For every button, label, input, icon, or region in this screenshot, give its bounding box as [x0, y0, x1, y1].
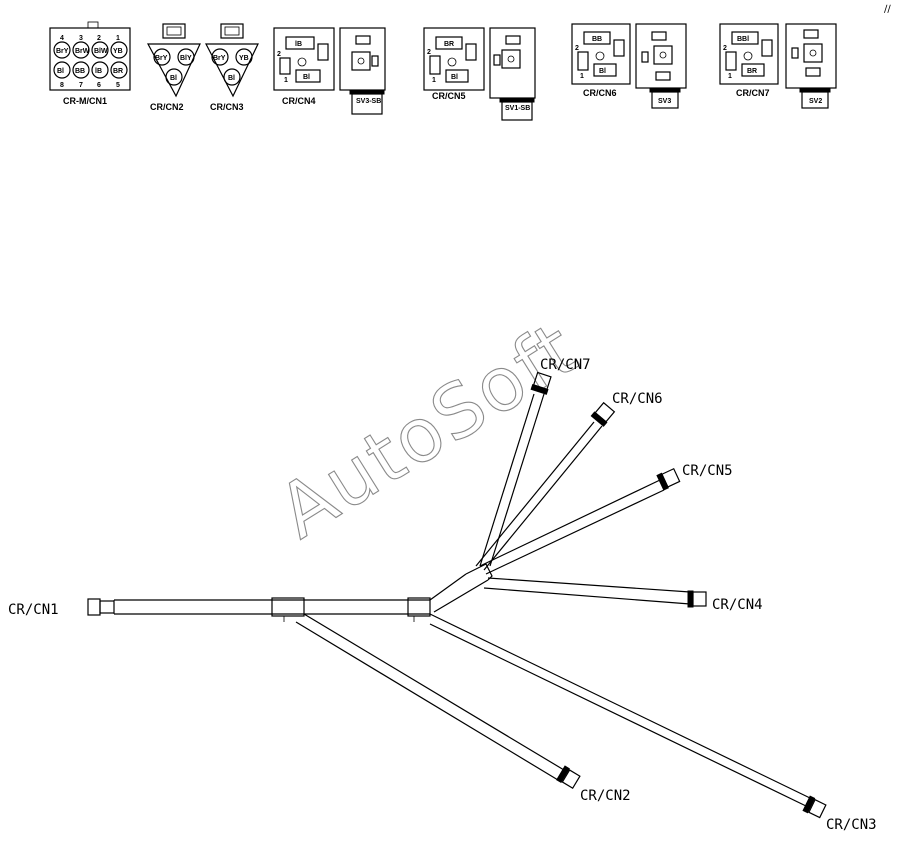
watermark: AutoSoft [264, 305, 593, 555]
connector-label-cn1: CR/CN1 [8, 602, 59, 618]
svg-text:Bl: Bl [599, 68, 606, 75]
legend-cn1-pin-numbers-bottom: 8 7 6 5 [60, 82, 120, 89]
svg-text:Bl: Bl [451, 74, 458, 81]
connector-label-cn7: CR/CN7 [540, 357, 591, 373]
legend-cn1-pin-numbers-top: 4 3 2 1 [60, 35, 120, 42]
harness-connector-cn6: CR/CN6 [590, 391, 663, 427]
subtrunk-fan [429, 563, 493, 613]
branch-cn7 [479, 393, 545, 567]
svg-text:2: 2 [427, 49, 431, 56]
harness-connector-cn4: CR/CN4 [687, 590, 763, 613]
svg-text:4: 4 [60, 35, 64, 42]
connector-label-cn6: CR/CN6 [612, 391, 663, 407]
svg-text:SV3-SB: SV3-SB [356, 98, 381, 105]
svg-text:YB: YB [239, 55, 249, 62]
connector-label-cn5: CR/CN5 [682, 463, 733, 479]
svg-text:Bl: Bl [57, 68, 64, 75]
svg-text:BlY: BlY [180, 55, 192, 62]
branch-cn3 [429, 613, 811, 807]
svg-text:BR: BR [113, 68, 123, 75]
svg-text:SV2: SV2 [809, 98, 822, 105]
branch-cn2 [295, 613, 565, 781]
harness-connector-cn5: CR/CN5 [656, 463, 733, 491]
legend-cn2: BrY BlY Bl CR/CN2 [146, 23, 201, 112]
svg-text:BrY: BrY [213, 55, 226, 62]
branch-cn6 [475, 421, 603, 571]
svg-text:BlW: BlW [94, 48, 108, 55]
connector-label-cn3: CR/CN3 [826, 817, 877, 833]
svg-text:1: 1 [116, 35, 120, 42]
svg-text:1: 1 [580, 73, 584, 80]
svg-text:3: 3 [79, 35, 83, 42]
legend-cn7-label: CR/CN7 [736, 88, 770, 98]
svg-text:BrY: BrY [155, 55, 168, 62]
svg-text:1: 1 [432, 77, 436, 84]
svg-text:8: 8 [60, 82, 64, 89]
svg-text:2: 2 [575, 45, 579, 52]
harness-connector-cn1: CR/CN1 [8, 598, 115, 618]
legend-cn1-pins-bottom: Bl BB lB BR [53, 61, 128, 79]
svg-text:1: 1 [728, 73, 732, 80]
svg-text:2: 2 [97, 35, 101, 42]
legend-cn3-label: CR/CN3 [210, 102, 244, 112]
svg-text:5: 5 [116, 82, 120, 89]
svg-text:BB: BB [75, 68, 85, 75]
legend-cn4: lB 2 1 Bl CR/CN4 SV3-SB [273, 27, 386, 115]
svg-text:Bl: Bl [170, 75, 177, 82]
legend-cn5-label: CR/CN5 [432, 91, 466, 101]
legend-cn4-label: CR/CN4 [282, 96, 316, 106]
svg-text:BrY: BrY [56, 48, 69, 55]
legend-cn6-label: CR/CN6 [583, 88, 617, 98]
svg-text:SV1-SB: SV1-SB [505, 105, 530, 112]
svg-text:BR: BR [444, 41, 454, 48]
svg-text:1: 1 [284, 77, 288, 84]
svg-text:lB: lB [295, 41, 302, 48]
svg-text:6: 6 [97, 82, 101, 89]
svg-text:lB: lB [95, 68, 102, 75]
harness-connector-cn7: CR/CN7 [530, 357, 591, 395]
harness-connector-cn3: CR/CN3 [802, 795, 877, 833]
legend-cn3: BrY YB Bl CR/CN3 [205, 23, 259, 112]
connector-label-cn2: CR/CN2 [580, 788, 631, 804]
legend-cn1-label: CR-M/CN1 [63, 96, 107, 106]
svg-text:2: 2 [723, 45, 727, 52]
legend-cn7: BBl 2 1 BR CR/CN7 SV2 [719, 23, 837, 109]
svg-text:SV3: SV3 [658, 98, 671, 105]
branch-cn5 [479, 479, 665, 575]
corner-mark: ∕∕ [884, 4, 891, 15]
harness-bundles [113, 393, 811, 807]
legend-cn1: 4 3 2 1 BrY BrW BlW YB Bl BB lB BR 8 7 6… [49, 21, 131, 106]
svg-text:BR: BR [747, 68, 757, 75]
svg-text:BBl: BBl [737, 36, 749, 43]
svg-text:Bl: Bl [303, 74, 310, 81]
svg-text:7: 7 [79, 82, 83, 89]
svg-text:BB: BB [592, 36, 602, 43]
legend-cn5: BR 2 1 Bl CR/CN5 SV1-SB [423, 27, 536, 121]
trunk-main [113, 597, 431, 622]
legend-cn2-label: CR/CN2 [150, 102, 184, 112]
legend-cn1-pins-top: BrY BrW BlW YB [53, 41, 128, 59]
legend-cn6: BB 2 1 Bl CR/CN6 SV3 [571, 23, 687, 109]
svg-text:Bl: Bl [228, 75, 235, 82]
connector-label-cn4: CR/CN4 [712, 597, 763, 613]
branch-cn4 [483, 577, 691, 605]
svg-text:BrW: BrW [75, 48, 90, 55]
svg-text:2: 2 [277, 51, 281, 58]
svg-text:YB: YB [113, 48, 123, 55]
harness-connector-cn2: CR/CN2 [556, 765, 631, 804]
